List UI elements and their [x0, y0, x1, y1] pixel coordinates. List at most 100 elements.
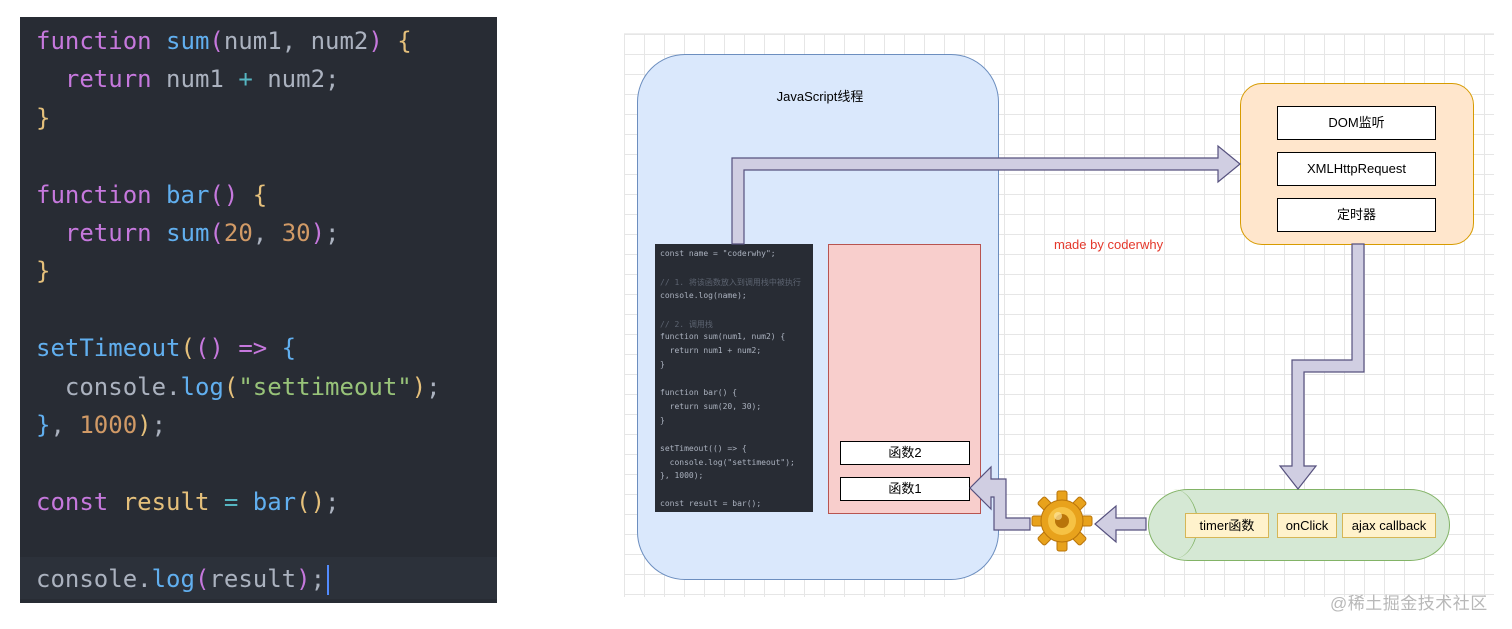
code-line: const result = bar();: [36, 487, 339, 517]
code-token: ;: [151, 411, 167, 439]
code-token: return: [64, 65, 152, 94]
mini-code-line: }, 1000);: [660, 471, 704, 481]
code-token: "settimeout": [238, 372, 412, 401]
code-token: return: [64, 219, 152, 247]
code-token: =>: [238, 334, 268, 363]
mini-code-line: // 1. 将该函数放入到调用栈中被执行: [660, 277, 801, 287]
code-line: }: [36, 103, 50, 133]
code-token: log: [151, 564, 195, 593]
code-token: =: [223, 487, 239, 516]
mini-code-line: }: [660, 360, 665, 370]
event-loop-gear-icon: [1031, 490, 1093, 552]
code-token: .: [166, 372, 181, 401]
credit-text: made by coderwhy: [1054, 237, 1164, 252]
code-line: }, 1000);: [36, 410, 166, 440]
queue-item-onclick: onClick: [1277, 513, 1337, 538]
code-token: setTimeout: [36, 334, 181, 363]
mini-code-line: setTimeout(() => {: [660, 443, 747, 453]
code-token: ;: [325, 487, 340, 516]
code-line: return num1 + num2;: [36, 64, 340, 94]
mini-code-line: console.log(name);: [660, 290, 747, 300]
code-token: ,: [50, 411, 80, 439]
queue-item-ajax: ajax callback: [1342, 513, 1436, 538]
queue-item-timer: timer函数: [1185, 513, 1269, 538]
code-token: function: [36, 27, 152, 55]
stack-item-function2: 函数2: [840, 441, 970, 465]
watermark: @稀土掘金技术社区: [1330, 594, 1488, 613]
code-token: ;: [310, 564, 326, 593]
code-line: function sum(num1, num2) {: [36, 26, 412, 56]
code-token: (): [209, 180, 239, 209]
js-thread-title: JavaScript线程: [776, 89, 864, 104]
code-token: ;: [325, 219, 340, 247]
code-token: ): [296, 564, 311, 593]
code-token: (: [194, 564, 210, 593]
code-line: function bar() {: [36, 180, 267, 210]
code-token: (): [194, 334, 224, 363]
code-token: (: [223, 372, 239, 401]
call-stack: [828, 244, 981, 514]
code-line: return sum(20, 30);: [36, 218, 340, 248]
code-token: +: [238, 65, 253, 94]
code-line: console.log(result);: [36, 564, 330, 595]
mini-code-snippet: const name = "coderwhy"; // 1. 将该函数放入到调用栈…: [655, 244, 813, 512]
code-token: ): [137, 411, 152, 439]
code-token: ;: [426, 372, 441, 401]
mini-code-line: const result = bar();: [660, 499, 762, 509]
code-editor[interactable]: function sum(num1, num2) { return num1 +…: [20, 17, 497, 603]
code-token: bar: [252, 487, 297, 516]
mini-code-line: // 2. 调用栈: [660, 319, 713, 329]
web-api-xhr: XMLHttpRequest: [1277, 152, 1436, 186]
text-caret: [327, 564, 330, 595]
code-token: 20: [223, 219, 253, 247]
code-token: (): [296, 487, 326, 516]
code-token: num1: [223, 27, 282, 55]
code-token: result: [209, 564, 297, 593]
code-token: ,: [281, 27, 311, 55]
code-token: sum: [166, 219, 210, 247]
arrow-to-event-loop: [1094, 504, 1147, 544]
code-token: num2;: [252, 65, 340, 94]
code-token: num1: [151, 65, 239, 94]
code-token: console: [36, 564, 138, 593]
code-token: result: [122, 487, 210, 516]
mini-code-line: const name = "coderwhy";: [660, 249, 776, 258]
code-token: console: [64, 372, 167, 401]
code-token: (: [180, 334, 195, 363]
code-token: const: [36, 487, 109, 516]
code-token: (: [209, 27, 224, 55]
code-token: 30: [281, 219, 311, 247]
stack-item-function1: 函数1: [840, 477, 970, 501]
code-token: .: [137, 564, 152, 593]
code-token: {: [281, 334, 297, 363]
mini-code-line: return num1 + num2;: [660, 346, 762, 356]
code-token: ): [368, 27, 383, 55]
code-line: }: [36, 256, 50, 286]
code-token: ,: [252, 219, 282, 247]
code-token: }: [36, 103, 51, 132]
mini-code-line: return sum(20, 30);: [660, 401, 762, 411]
mini-code-line: }: [660, 415, 665, 425]
code-token: function: [36, 180, 152, 209]
code-token: sum: [166, 27, 210, 55]
code-token: {: [397, 27, 412, 55]
code-token: {: [252, 180, 268, 209]
code-token: (: [209, 219, 224, 247]
code-token: num2: [310, 27, 369, 55]
code-token: }: [36, 411, 51, 439]
current-line-highlight: [20, 557, 497, 599]
code-token: ): [411, 372, 427, 401]
code-token: }: [36, 257, 51, 286]
arrow-to-web-apis: [731, 144, 1241, 245]
code-line: console.log("settimeout");: [36, 372, 441, 402]
arrow-to-call-stack: [969, 465, 1031, 531]
code-token: ): [310, 219, 326, 247]
web-api-timer: 定时器: [1277, 198, 1436, 232]
code-line: setTimeout(() => {: [36, 333, 296, 363]
web-api-dom-listener: DOM监听: [1277, 106, 1436, 140]
mini-code-line: function bar() {: [660, 388, 738, 397]
code-token: log: [180, 372, 224, 401]
mini-code-line: console.log("settimeout");: [660, 457, 795, 467]
mini-code-line: function sum(num1, num2) {: [660, 332, 786, 342]
